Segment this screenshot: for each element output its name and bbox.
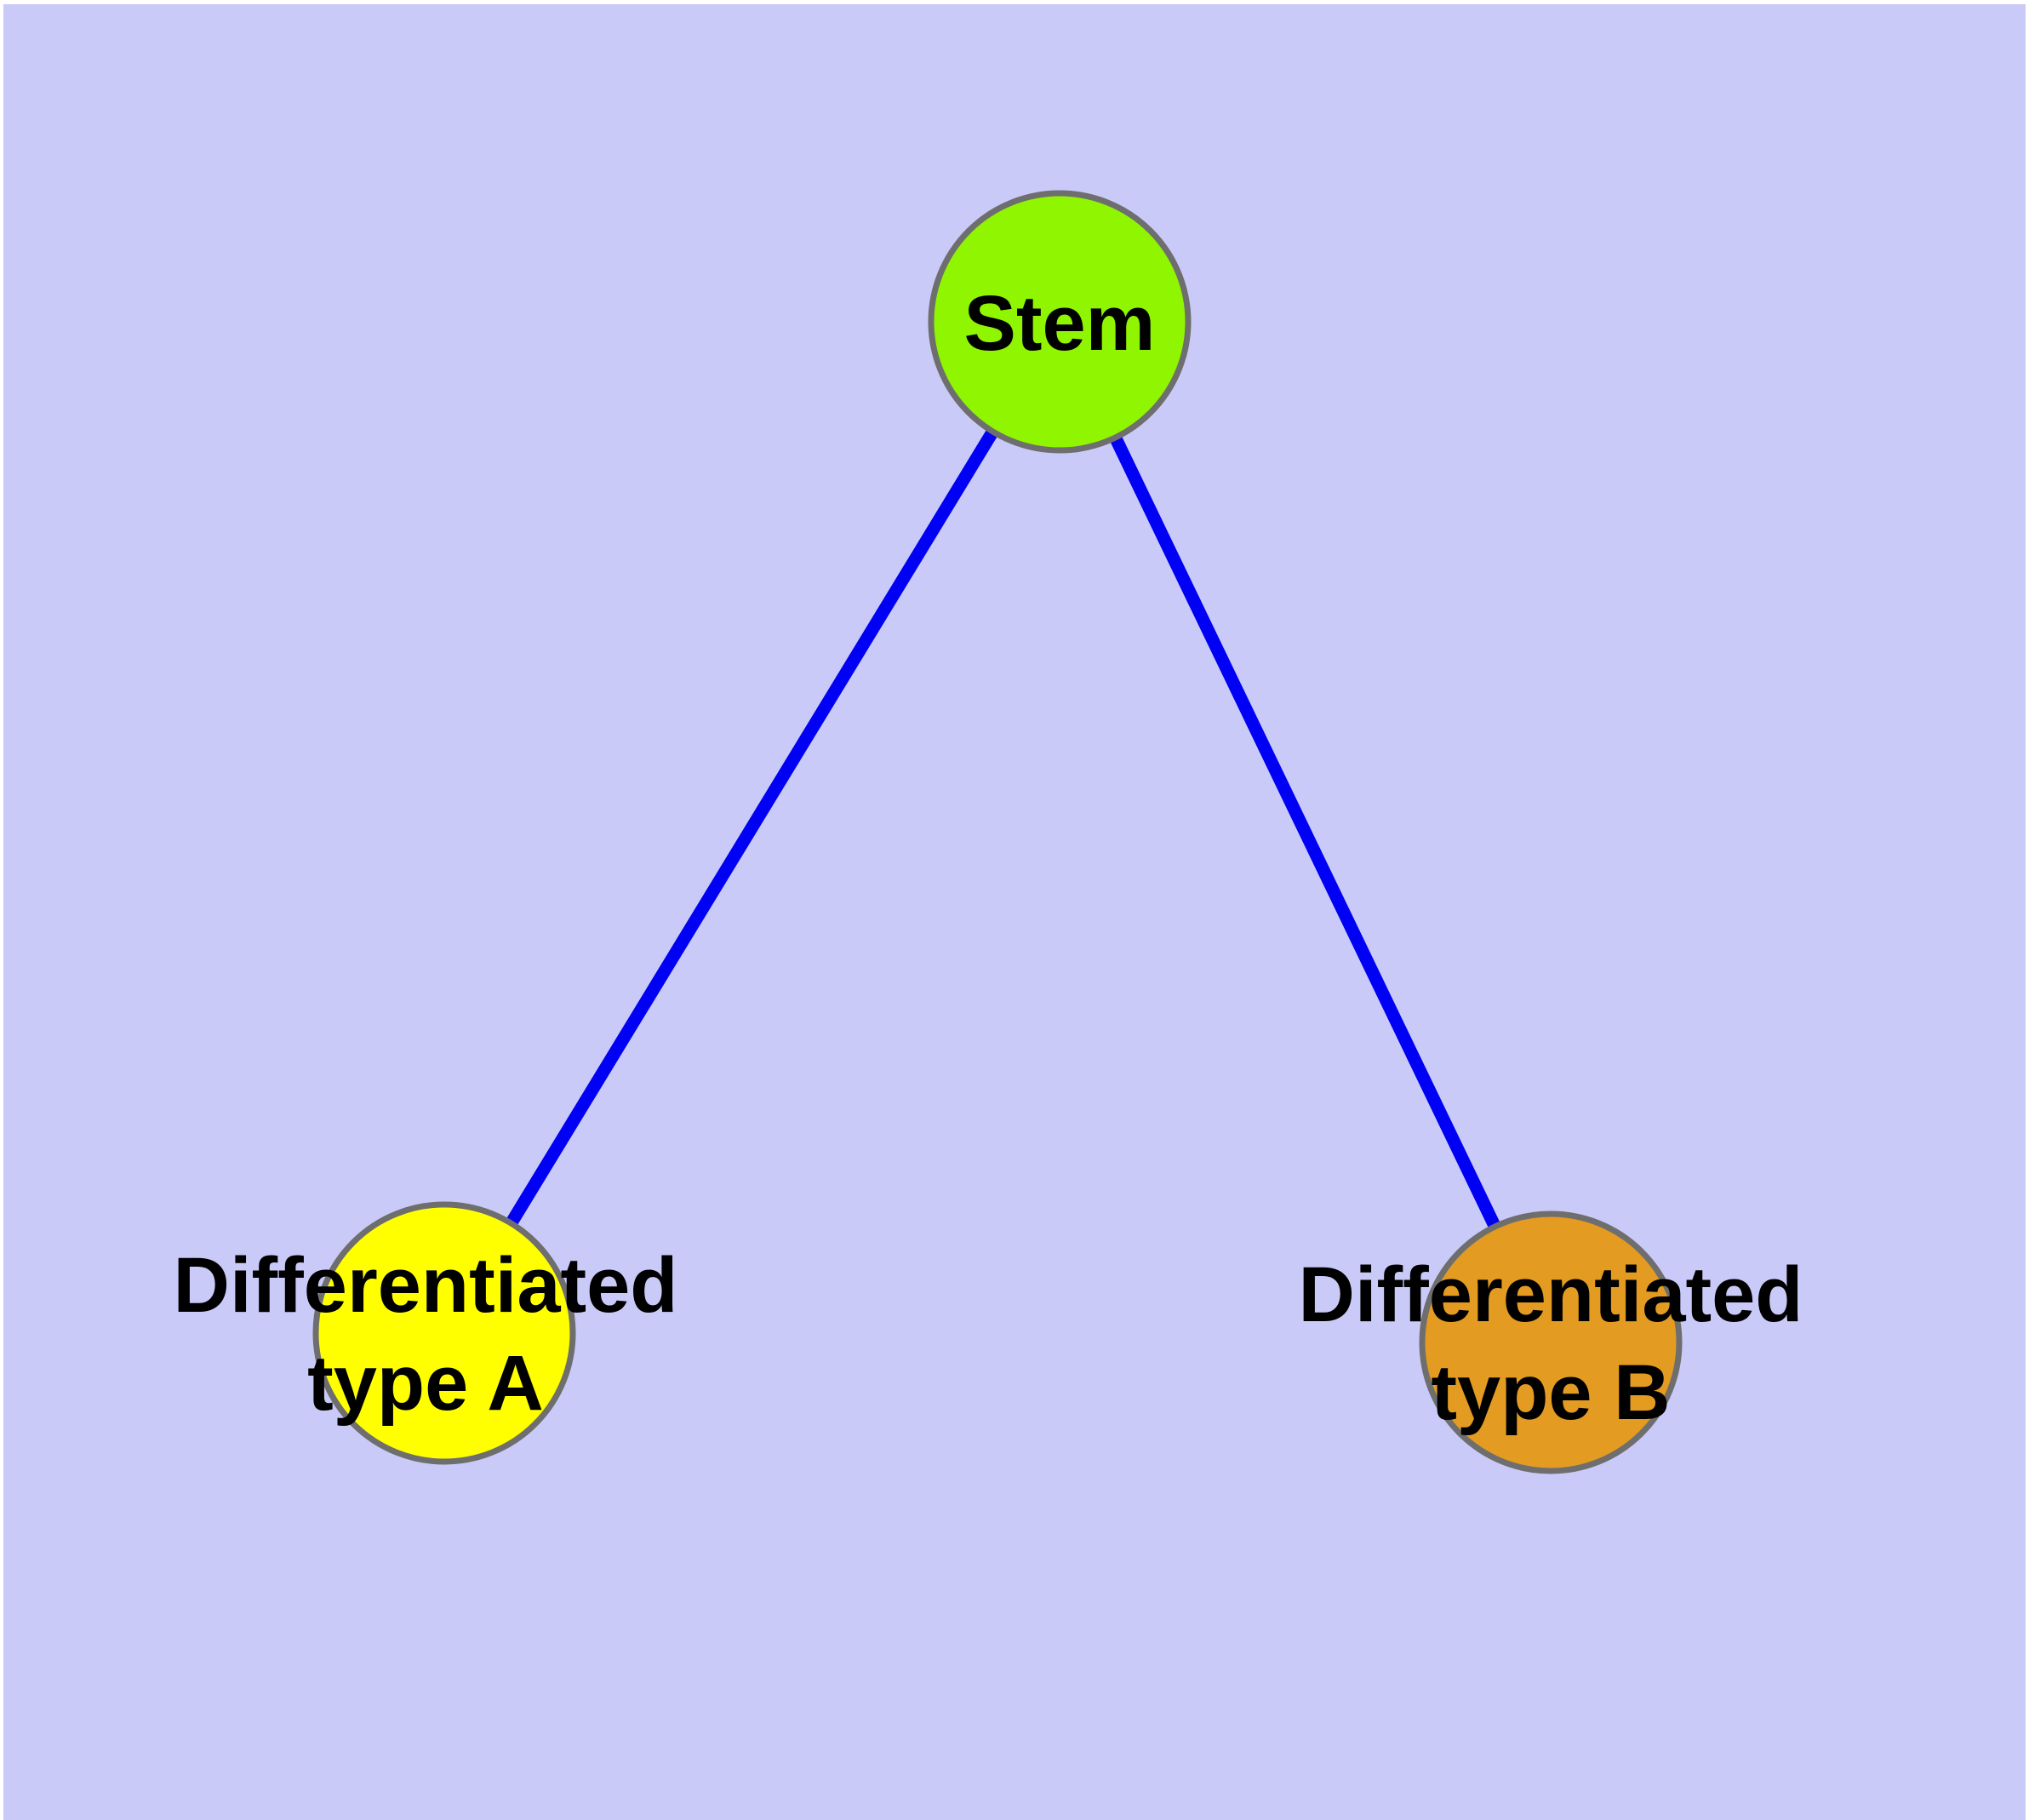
node-differentiated-type-b[interactable] [1419,1210,1683,1474]
node-type-b-label-line1: Differentiated [1299,1251,1803,1338]
edge-stem-to-type-a [438,318,1066,1336]
edge-stem-to-type-b [1054,318,1557,1346]
node-stem-label: Stem [964,280,1156,367]
node-type-b-label-line2: type B [1431,1349,1670,1436]
node-type-a-label-line2: type A [307,1340,544,1427]
node-stem[interactable] [928,190,1192,454]
node-type-b-label: Differentiated type B [1299,1251,1803,1436]
node-type-a-label: Differentiated type A [174,1242,678,1427]
node-type-a-label-line1: Differentiated [174,1242,678,1329]
node-differentiated-type-a[interactable] [312,1201,576,1465]
